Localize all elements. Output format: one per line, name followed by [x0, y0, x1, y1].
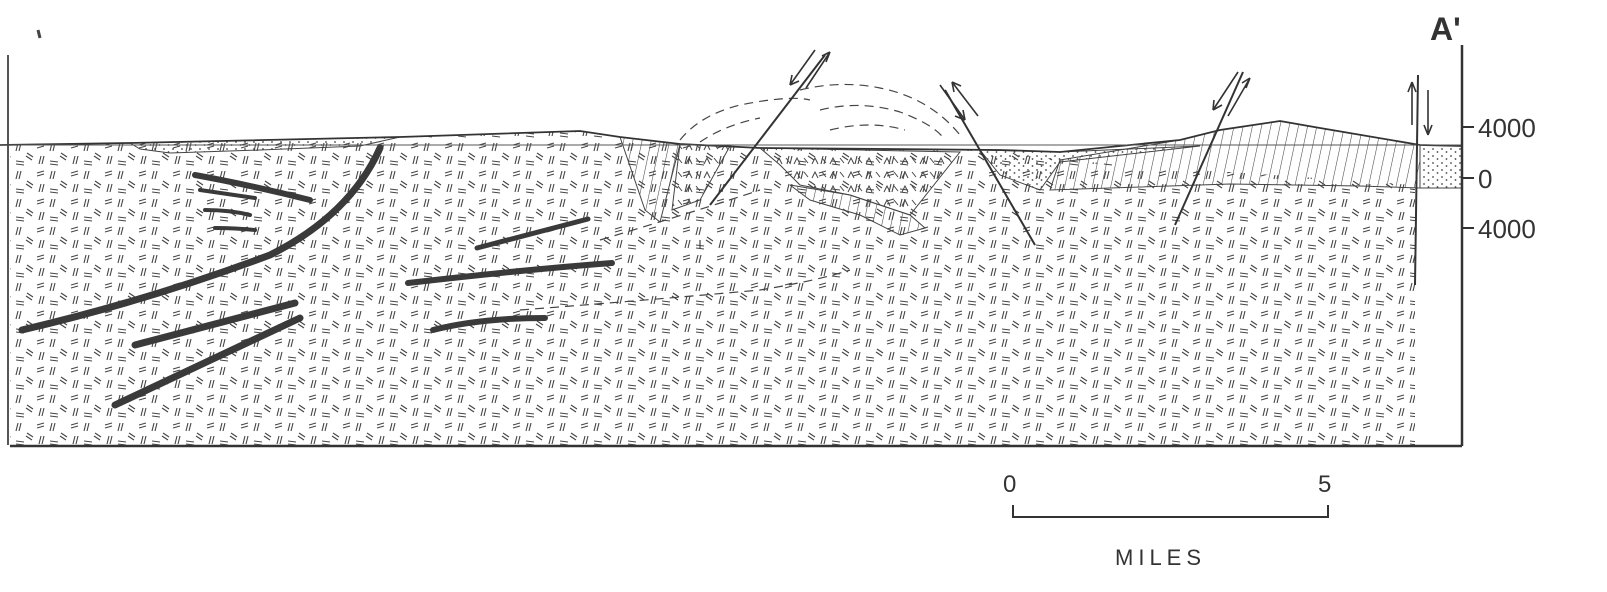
scale-bar: 0 5 MILES: [1003, 471, 1331, 570]
scale-bar-line: [1013, 505, 1328, 517]
fault-arrows: [790, 50, 1432, 135]
elevation-label-top: 4000: [1478, 113, 1536, 143]
left-border-line: [38, 30, 40, 38]
elevation-scale: 4000 0 4000: [1462, 45, 1536, 446]
elevation-label-zero: 0: [1478, 164, 1492, 194]
elevation-label-bottom: 4000: [1478, 214, 1536, 244]
scale-bar-unit: MILES: [1115, 545, 1206, 570]
scale-bar-end: 5: [1318, 471, 1331, 498]
alluvium-edge: [1420, 145, 1462, 188]
hatched-block-right: [1050, 121, 1420, 190]
scale-bar-start: 0: [1003, 471, 1016, 498]
section-endpoint-label: A': [1430, 11, 1461, 47]
